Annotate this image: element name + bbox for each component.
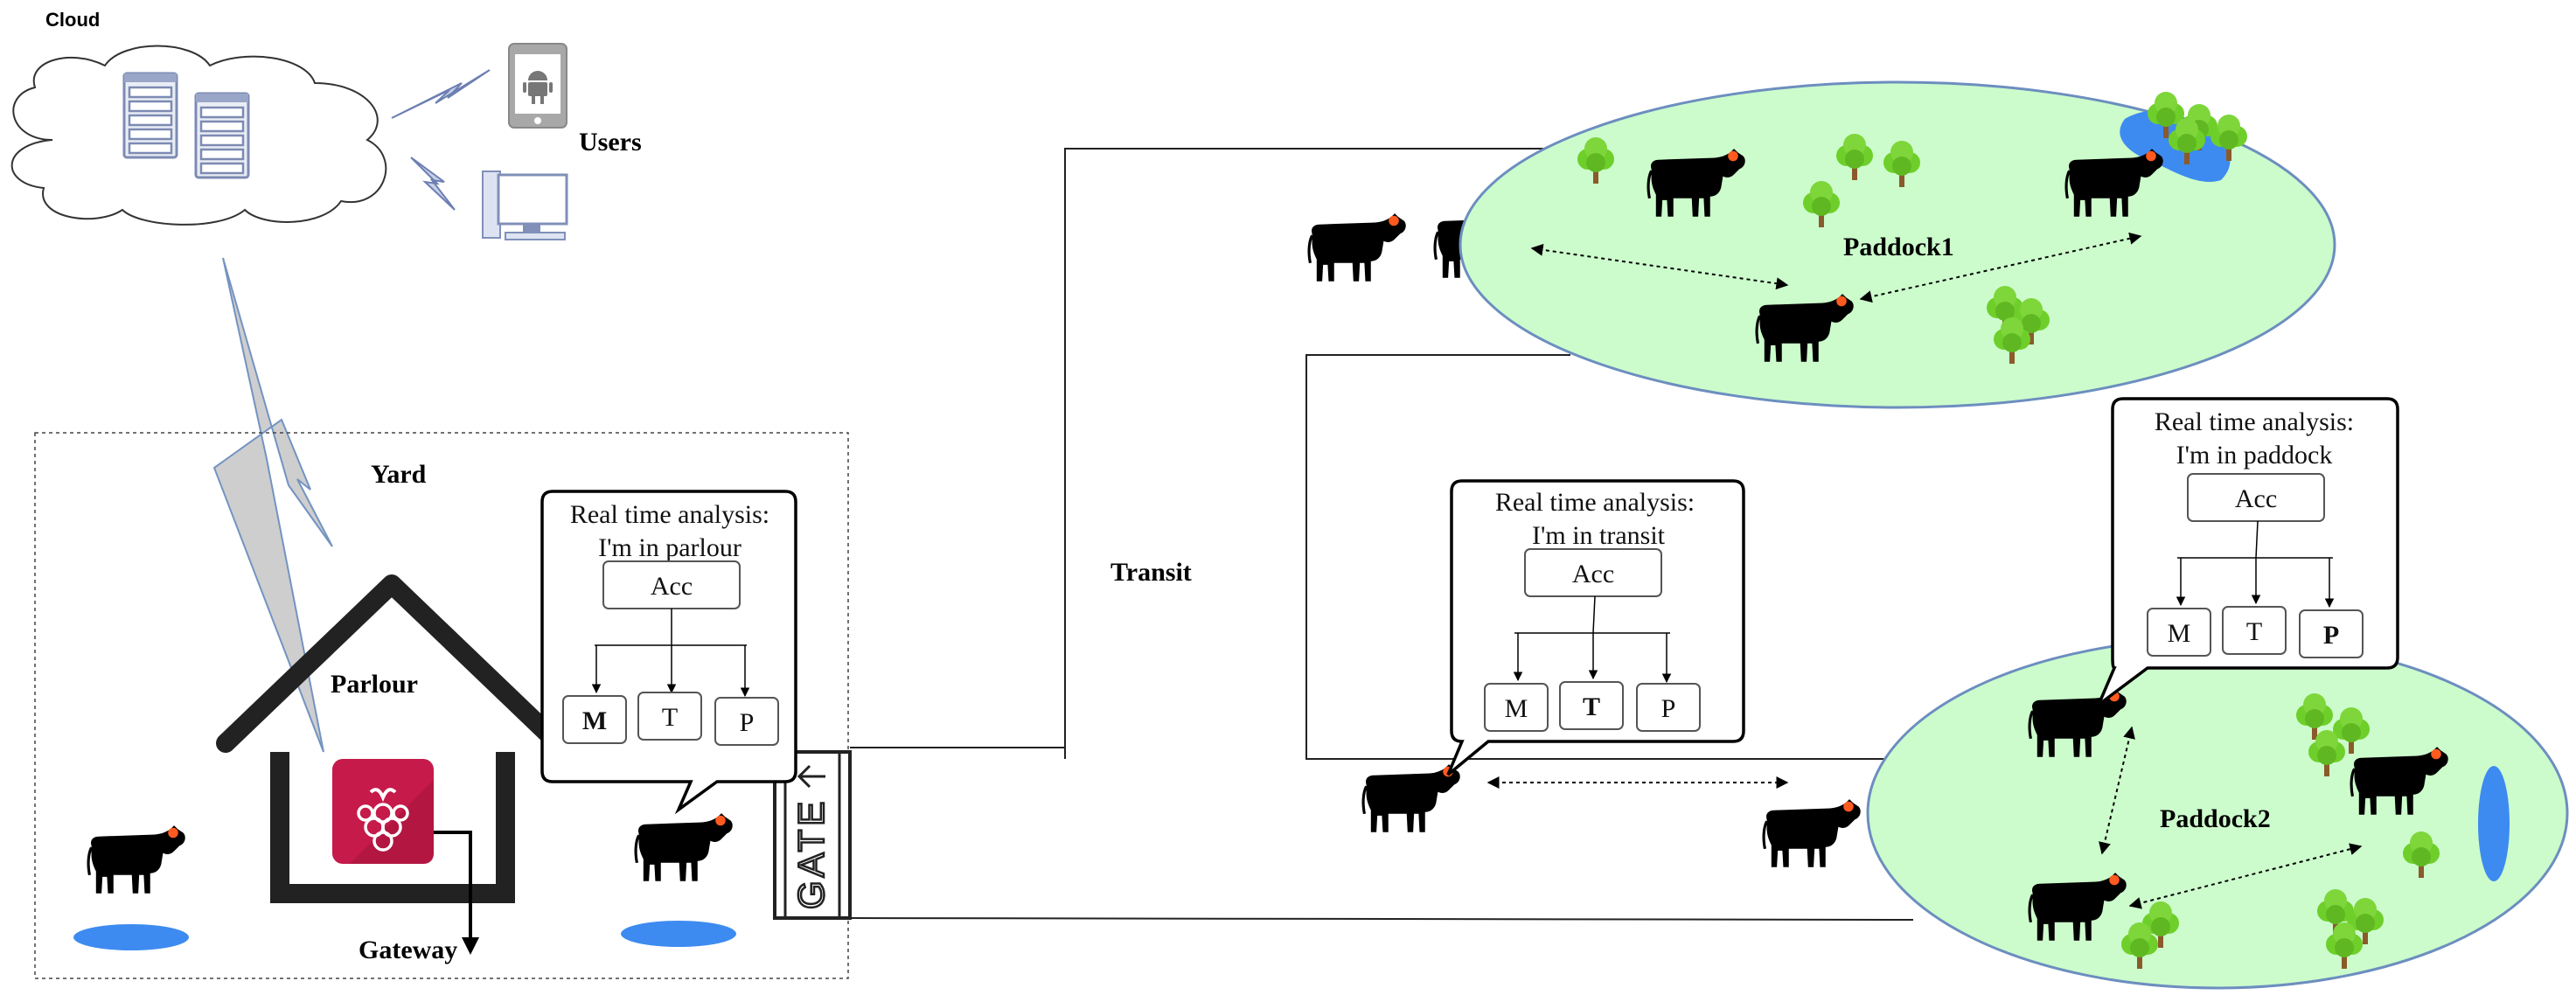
cow-icon (87, 824, 187, 895)
smartphone-icon (508, 43, 567, 129)
bubble-title: Real time analysis: (1495, 488, 1695, 517)
leaf-label-p: P (2323, 621, 2339, 650)
leaf-box-m (562, 695, 627, 744)
transit-label: Transit (1110, 558, 1192, 587)
paddock-analysis-bubble: Real time analysis: I'm in paddock Acc M… (2094, 397, 2399, 710)
water-icon (73, 924, 189, 950)
gateway-label: Gateway (359, 936, 457, 964)
lightning-icon (391, 69, 491, 119)
users-label: Users (579, 128, 642, 157)
leaf-box-p (714, 697, 779, 746)
acc-label: Acc (2235, 484, 2277, 513)
leaf-label-p: P (740, 708, 755, 737)
leaf-box-m (1484, 683, 1549, 732)
cow-icon (634, 811, 735, 883)
acc-label: Acc (1572, 560, 1614, 588)
raspberry-pi-icon (332, 759, 434, 864)
paddock1-label: Paddock1 (1843, 233, 1954, 261)
paddock2-label: Paddock2 (2160, 804, 2271, 833)
gate-icon: GATE (773, 750, 852, 920)
leaf-box-m (2147, 608, 2211, 657)
leaf-box-t (637, 692, 702, 741)
acc-label: Acc (651, 572, 693, 601)
leaf-box-p (2299, 609, 2364, 658)
leaf-label-t: T (1583, 692, 1600, 721)
parlour-analysis-bubble: Real time analysis: I'm in parlour Acc M… (540, 490, 797, 815)
bubble-subtitle: I'm in transit (1532, 521, 1666, 550)
gate-label: GATE (790, 798, 832, 909)
lightning-icon (212, 257, 333, 753)
bubble-subtitle: I'm in paddock (2176, 441, 2333, 470)
parlour-label: Parlour (331, 670, 418, 699)
leaf-label-t: T (662, 703, 678, 732)
leaf-box-p (1636, 683, 1701, 732)
cow-icon (1307, 212, 1408, 283)
cow-distance-link (2128, 843, 2363, 909)
leaf-box-t (1559, 681, 1624, 730)
cloud-label: Cloud (45, 9, 100, 31)
server-icon (122, 72, 178, 159)
leaf-label-t: T (2246, 617, 2262, 646)
water-icon (2478, 766, 2510, 881)
acc-box (2187, 473, 2325, 522)
water-icon (621, 921, 736, 947)
desktop-icon (482, 170, 568, 240)
server-icon (194, 92, 250, 179)
transit-path (849, 148, 1915, 921)
leaf-label-p: P (1661, 694, 1676, 723)
leaf-label-m: M (1505, 694, 1528, 723)
lightning-icon (410, 157, 456, 211)
yard-label: Yard (371, 460, 427, 489)
cow-distance-link (1859, 232, 2142, 303)
gateway-arrow (434, 831, 479, 955)
bubble-subtitle: I'm in parlour (598, 533, 741, 562)
bubble-title: Real time analysis: (2155, 407, 2354, 436)
cow-icon (1361, 762, 1462, 834)
bubble-title: Real time analysis: (570, 500, 769, 529)
yard-boundary (34, 432, 849, 979)
transit-analysis-bubble: Real time analysis: I'm in transit Acc M… (1446, 479, 1745, 776)
acc-box (1524, 548, 1662, 597)
house-icon (216, 574, 567, 903)
cow-icon (1762, 797, 1862, 869)
leaf-label-m: M (2168, 619, 2191, 648)
cow-distance-link (2099, 726, 2135, 855)
leaf-box-t (2222, 606, 2287, 655)
cow-distance-link (1530, 243, 1789, 290)
leaf-label-m: M (582, 706, 607, 735)
